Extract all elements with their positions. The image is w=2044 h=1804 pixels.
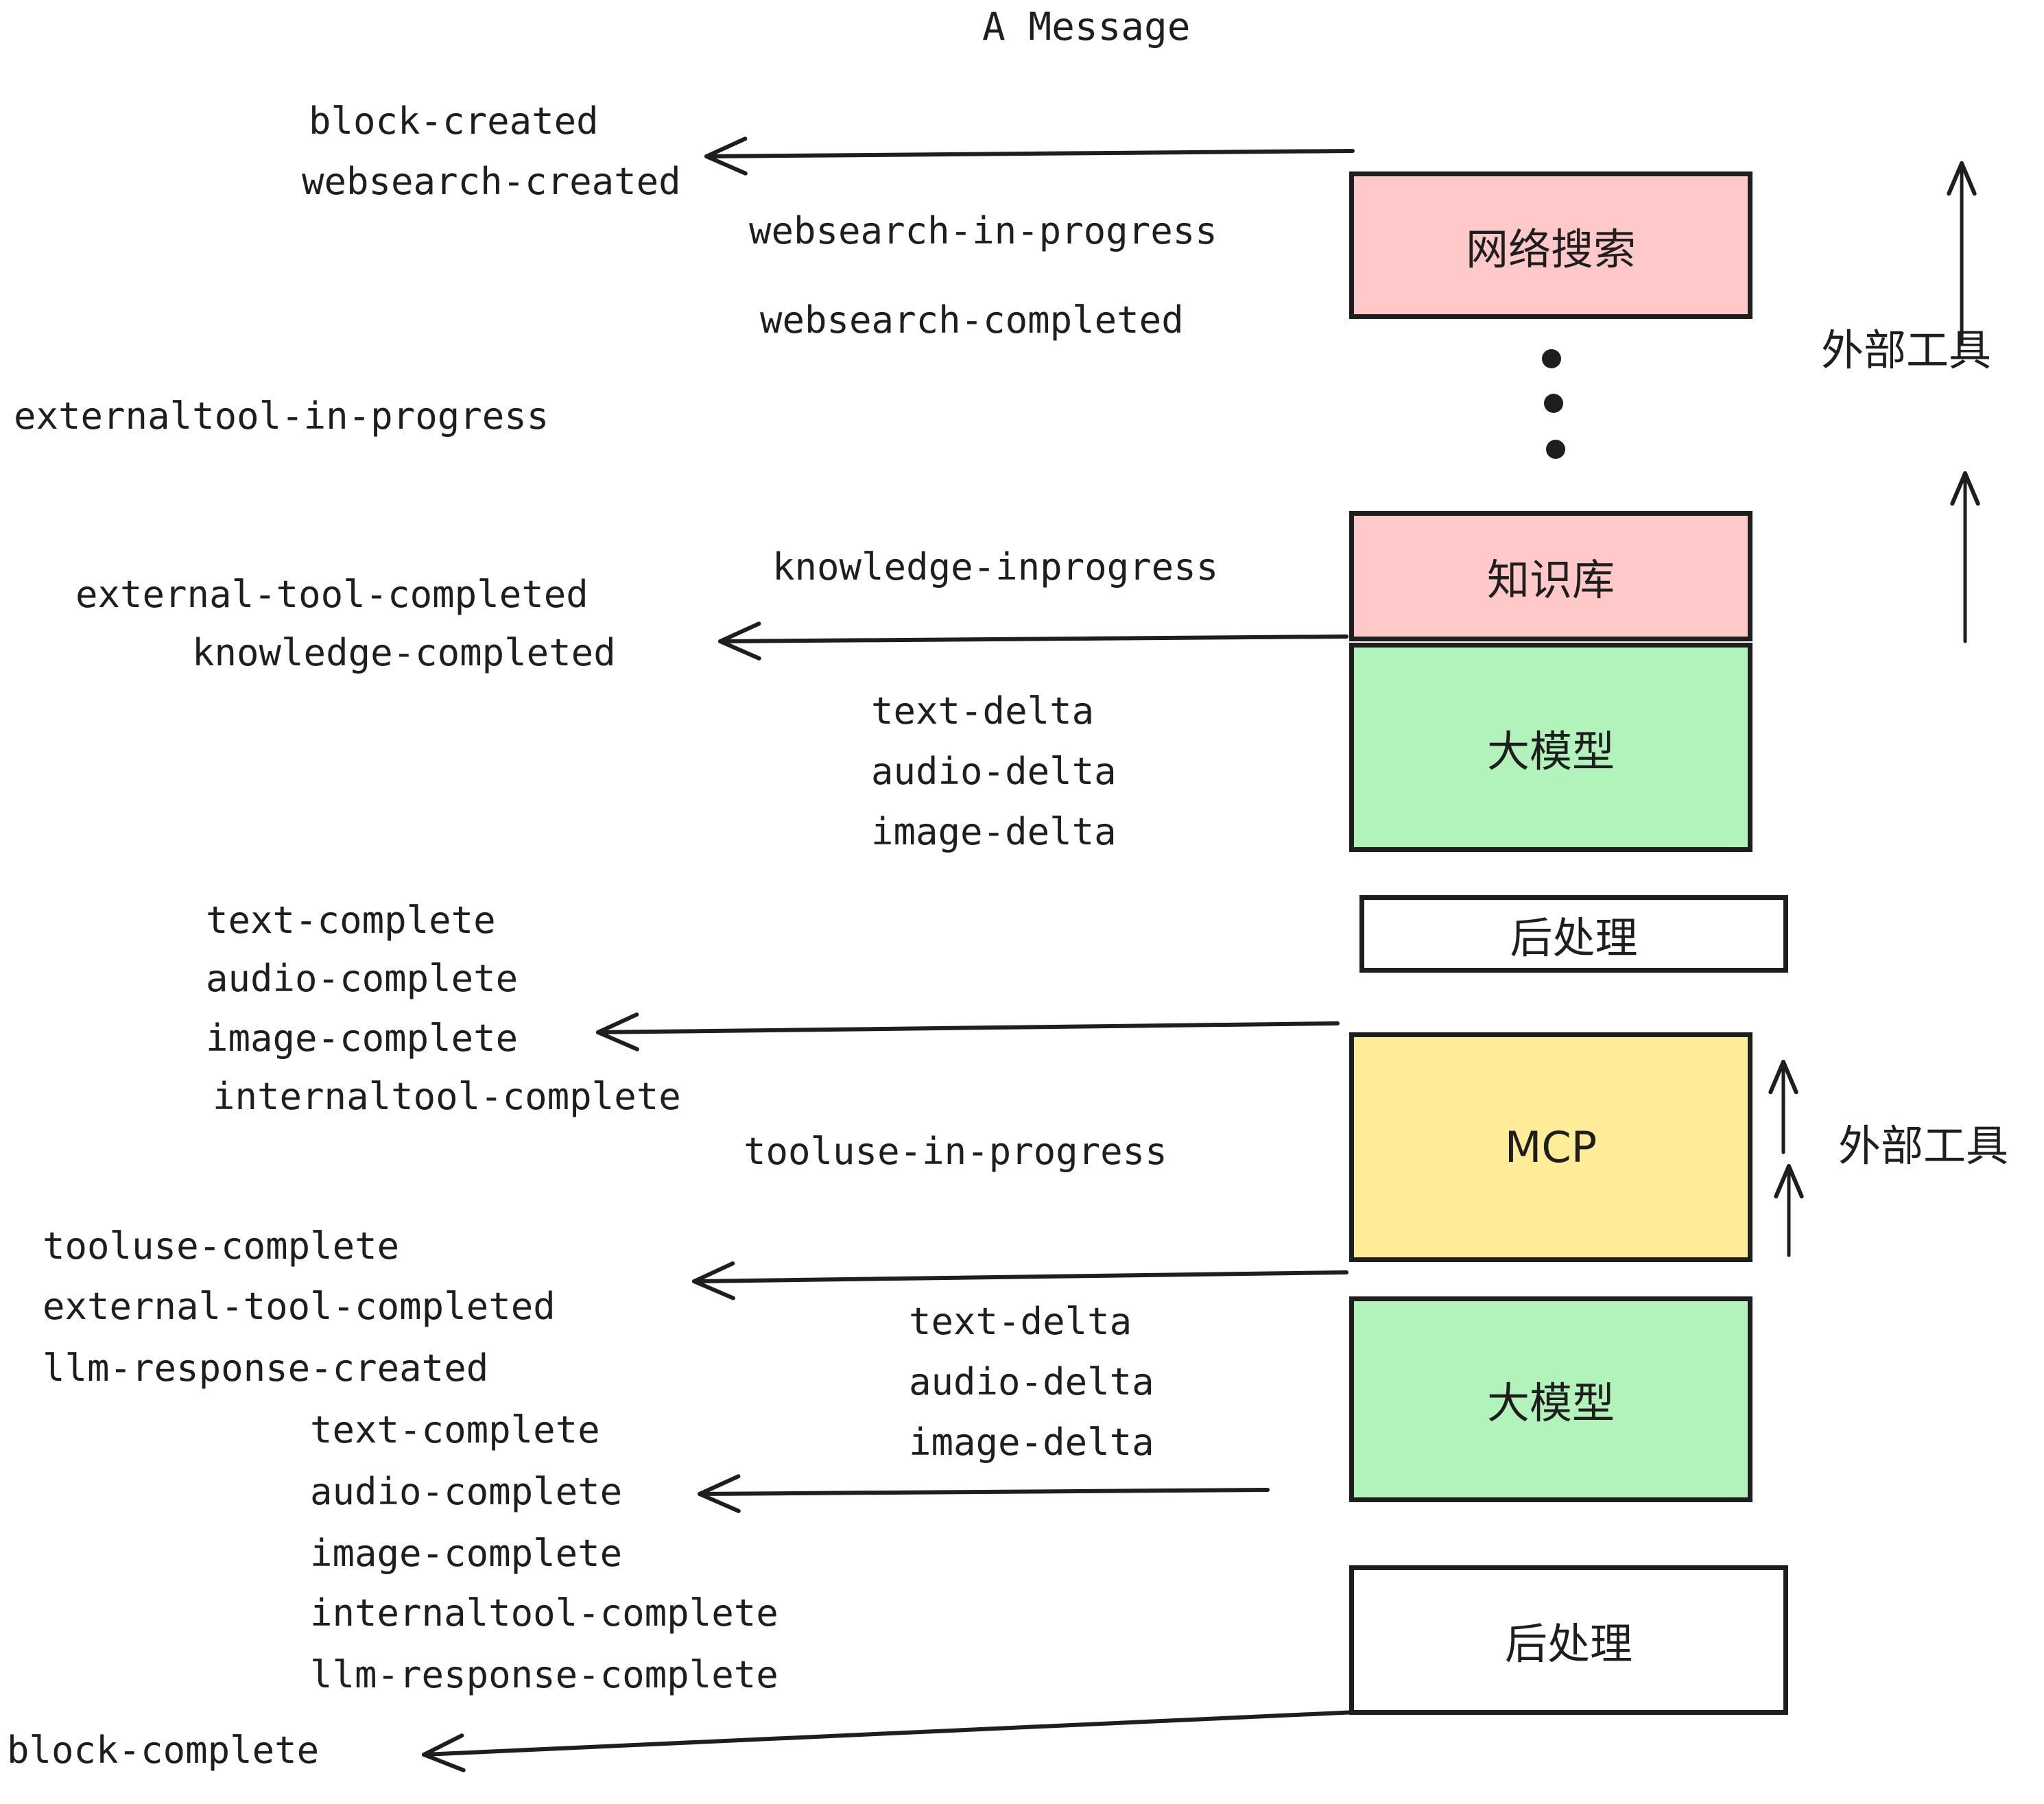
node-box[interactable]: 大模型 [1349,1296,1752,1502]
node-label: MCP [1504,1122,1597,1172]
node-box[interactable]: 知识库 [1349,511,1752,641]
node-box[interactable]: 大模型 [1349,643,1752,852]
external-tool-scope-bottom [1950,471,1980,643]
flow-arrow-group [422,137,1359,1772]
node-box[interactable]: 网络搜索 [1349,171,1752,319]
scope-arrow-group [1768,161,1980,1257]
image-complete-arrow [596,1012,1340,1052]
scope-label: 外部工具 [1821,325,1992,375]
node-box[interactable]: 后处理 [1359,895,1788,973]
tooluse-complete-arrow [692,1261,1348,1301]
event-label: image-complete [310,1532,623,1575]
node-label: 大模型 [1486,726,1615,776]
ellipsis-dot-group [1542,349,1565,459]
node-label: 大模型 [1486,1378,1615,1428]
event-label: llm-response-created [43,1346,489,1390]
event-label: block-created [309,99,599,143]
ellipsis-dot [1542,349,1561,368]
audio-complete-arrow [698,1474,1270,1513]
event-label: text-delta [909,1300,1132,1343]
node-label: 后处理 [1510,912,1638,963]
mcp-scope-top [1768,1060,1798,1154]
event-label: audio-complete [310,1470,623,1513]
event-label: text-complete [206,899,496,942]
scope-label: 外部工具 [1838,1121,2009,1171]
ellipsis-dot [1546,440,1565,459]
event-label: text-complete [310,1408,600,1451]
event-label: external-tool-completed [43,1285,556,1328]
event-label: websearch-in-progress [749,209,1217,252]
event-label: tooluse-in-progress [744,1130,1167,1173]
event-label: knowledge-completed [192,631,616,674]
event-label: image-complete [206,1017,519,1060]
event-label: external-tool-completed [75,573,589,616]
event-label: image-delta [871,810,1117,853]
page-title: A Message [982,5,1191,49]
node-label: 网络搜索 [1465,224,1636,274]
node-label: 知识库 [1486,555,1615,605]
event-label: internaltool-complete [213,1075,681,1118]
knowledge-completed-arrow [718,621,1348,661]
node-label: 后处理 [1504,1619,1632,1669]
block-complete-arrow [422,1710,1359,1772]
event-label: externaltool-in-progress [14,394,549,438]
event-label: block-complete [7,1729,320,1772]
external-tool-scope-top [1947,161,1977,345]
event-label: tooluse-complete [43,1224,400,1268]
mcp-scope-bottom [1774,1164,1804,1257]
event-label: audio-delta [871,750,1117,793]
event-label: websearch-completed [760,298,1184,342]
event-label: llm-response-complete [310,1653,779,1696]
event-label: image-delta [909,1421,1154,1464]
block-created-arrow [704,137,1355,176]
event-label: audio-delta [909,1360,1154,1403]
event-label: websearch-created [302,160,681,203]
ellipsis-dot [1544,394,1563,413]
event-label: text-delta [871,689,1095,733]
event-label: knowledge-inprogress [772,545,1219,589]
node-box[interactable]: 后处理 [1349,1565,1788,1715]
node-box[interactable]: MCP [1349,1032,1752,1262]
event-label: internaltool-complete [310,1591,779,1635]
event-label: audio-complete [206,957,519,1000]
